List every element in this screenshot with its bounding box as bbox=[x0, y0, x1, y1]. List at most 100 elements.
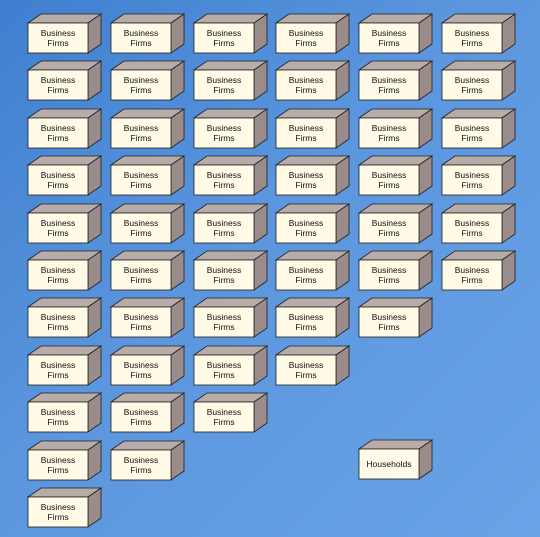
business-firm-label-line: Business bbox=[123, 264, 159, 275]
business-firm-label-line: Business bbox=[40, 406, 76, 417]
business-firm-label-line: Business bbox=[371, 217, 407, 228]
business-firm-box-shape bbox=[26, 60, 103, 101]
business-firm-box-shape bbox=[109, 345, 186, 386]
business-firm-box-shape bbox=[192, 392, 269, 433]
business-firm-box-shape bbox=[357, 250, 434, 291]
business-firm-label-line: Business bbox=[206, 27, 242, 38]
business-firm-box-shape bbox=[440, 108, 517, 149]
business-firm-box-shape bbox=[26, 297, 103, 338]
business-firm-box-shape bbox=[26, 345, 103, 386]
business-firm-label-line: Business bbox=[123, 217, 159, 228]
business-firm-label-line: Business bbox=[123, 359, 159, 370]
business-firm-box-shape bbox=[26, 440, 103, 481]
business-firm-label-line: Firms bbox=[213, 228, 235, 238]
business-firm-label-line: Business bbox=[206, 406, 242, 417]
business-firm-label-line: Firms bbox=[461, 133, 483, 143]
business-firm-label-line: Business bbox=[206, 169, 242, 180]
households-label-text: Households bbox=[366, 458, 412, 469]
business-firm-box-shape bbox=[357, 297, 434, 338]
business-firm-label-line: Business bbox=[371, 27, 407, 38]
business-firm-label-line: Business bbox=[40, 217, 76, 228]
business-firm-box-shape bbox=[192, 60, 269, 101]
business-firm-label-line: Business bbox=[40, 122, 76, 133]
business-firm-box-shape bbox=[109, 155, 186, 196]
business-firm-box-shape bbox=[192, 250, 269, 291]
business-firm-label-line: Business bbox=[123, 169, 159, 180]
business-firm-label-line: Firms bbox=[130, 322, 152, 332]
business-firm-box-shape bbox=[109, 250, 186, 291]
business-firm-label-line: Business bbox=[454, 27, 490, 38]
business-firm-label-line: Business bbox=[206, 311, 242, 322]
business-firm-box-shape bbox=[274, 297, 351, 338]
business-firm-label-line: Business bbox=[454, 169, 490, 180]
business-firm-label-line: Firms bbox=[295, 275, 317, 285]
business-firm-label-line: Business bbox=[371, 122, 407, 133]
business-firm-label-line: Business bbox=[123, 27, 159, 38]
business-firm-label-line: Business bbox=[371, 264, 407, 275]
business-firm-box-shape bbox=[26, 203, 103, 244]
business-firm-label-line: Firms bbox=[295, 133, 317, 143]
business-firm-label-line: Business bbox=[123, 74, 159, 85]
business-firm-label-line: Firms bbox=[378, 85, 400, 95]
business-firm-label-line: Business bbox=[206, 359, 242, 370]
business-firm-label-line: Business bbox=[206, 264, 242, 275]
business-firm-box-shape bbox=[440, 250, 517, 291]
business-firm-box-shape bbox=[274, 345, 351, 386]
business-firm-label-line: Firms bbox=[47, 370, 69, 380]
business-firm-box-shape bbox=[192, 345, 269, 386]
business-firm-label-line: Business bbox=[123, 122, 159, 133]
business-firm-label-line: Firms bbox=[47, 512, 69, 522]
business-firm-label-line: Firms bbox=[378, 275, 400, 285]
business-firm-label-line: Firms bbox=[47, 38, 69, 48]
business-firm-label-line: Business bbox=[123, 311, 159, 322]
business-firm-label-line: Firms bbox=[130, 180, 152, 190]
